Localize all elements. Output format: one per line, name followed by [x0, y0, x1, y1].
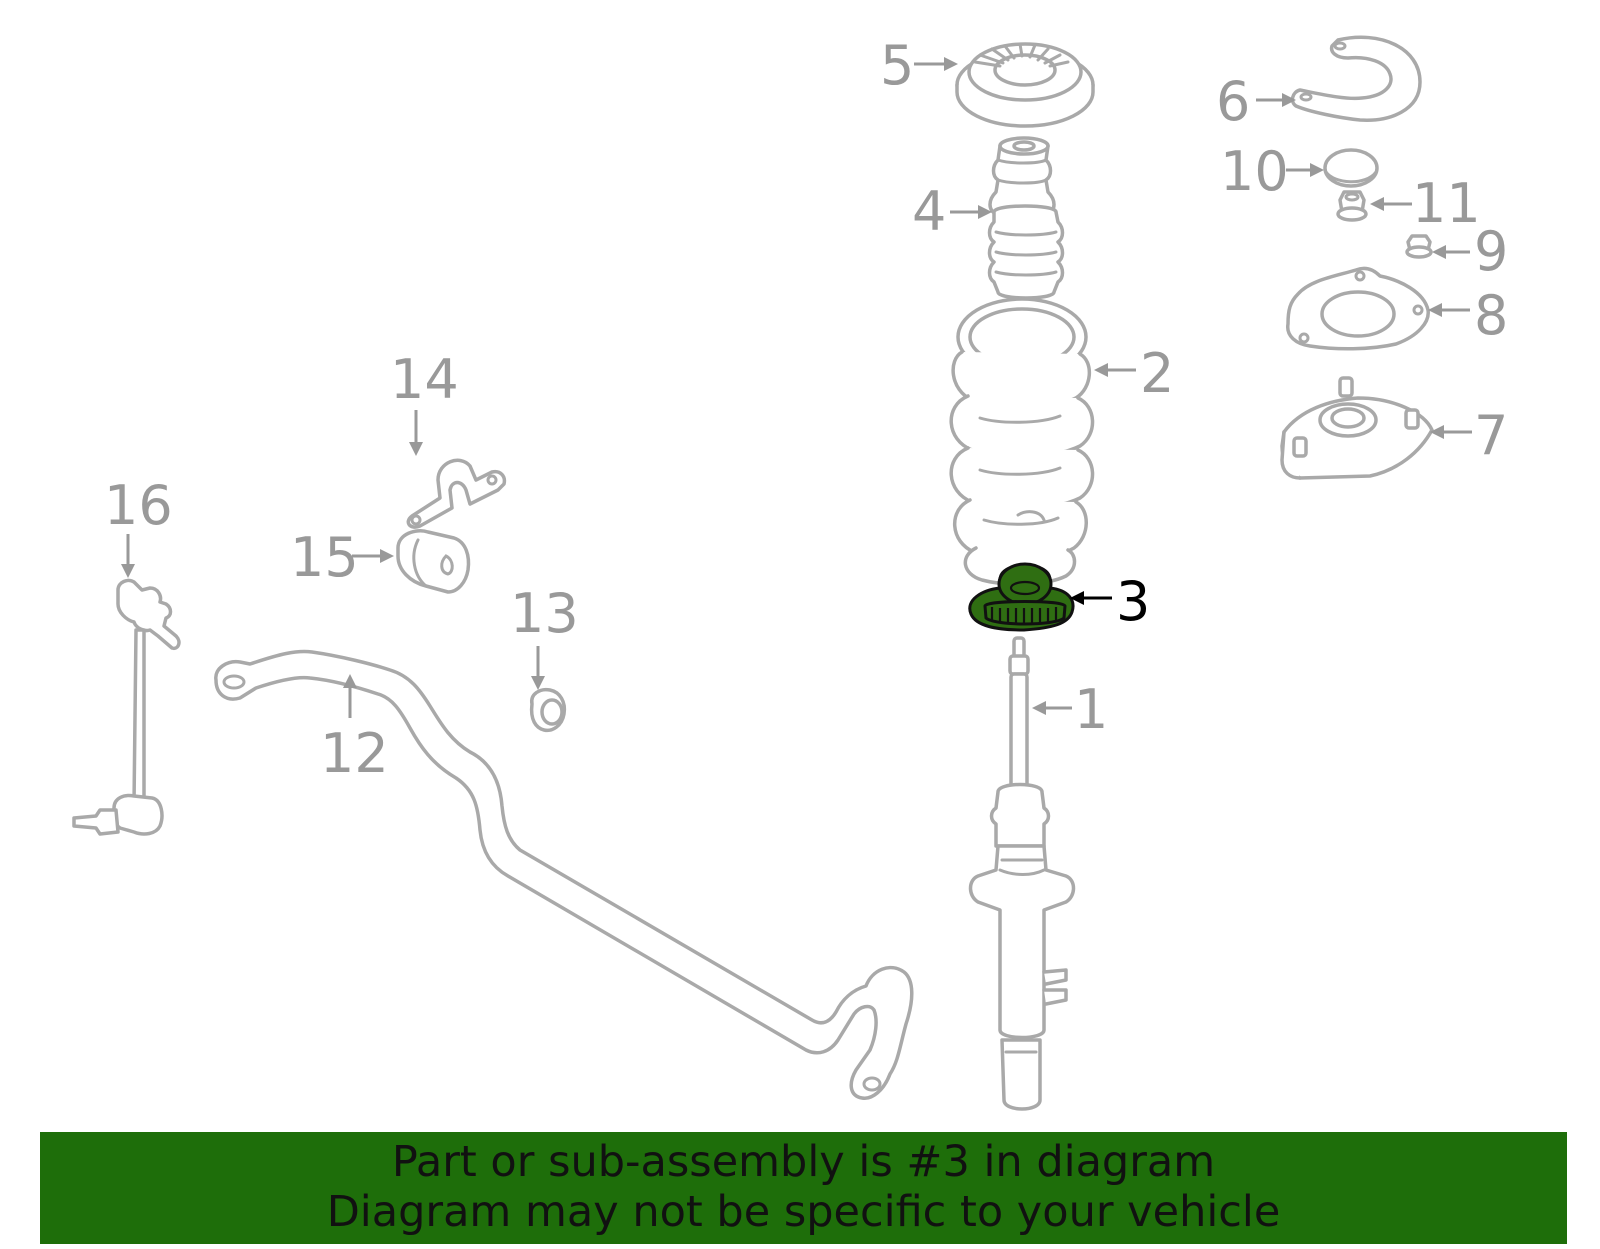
callout-2[interactable]: 2 [1140, 342, 1174, 405]
callout-13[interactable]: 13 [510, 582, 579, 645]
part-15-bushing[interactable] [396, 529, 471, 594]
info-banner: Part or sub-assembly is #3 in diagram Di… [40, 1132, 1567, 1244]
callout-labels: 1 2 3 4 5 6 7 8 9 10 11 12 13 14 15 16 [104, 34, 1508, 785]
banner-line-2: Diagram may not be specific to your vehi… [326, 1187, 1281, 1237]
callout-7[interactable]: 7 [1474, 404, 1508, 467]
part-8-mount-plate[interactable] [1286, 266, 1430, 351]
callout-5[interactable]: 5 [880, 34, 914, 97]
callout-11[interactable]: 11 [1412, 172, 1481, 235]
part-14-bracket[interactable] [406, 458, 507, 529]
callout-12[interactable]: 12 [320, 722, 389, 785]
callout-14[interactable]: 14 [390, 348, 459, 411]
callout-1[interactable]: 1 [1074, 678, 1108, 741]
part-7-strut-mount[interactable] [1280, 376, 1434, 480]
part-11-nut[interactable] [1336, 190, 1368, 222]
callout-arrows [121, 57, 1472, 718]
part-4-bump-stop[interactable] [987, 136, 1065, 300]
part-2-coil-spring[interactable] [949, 297, 1095, 586]
part-10-dust-cap[interactable] [1323, 148, 1379, 188]
part-1-strut[interactable] [968, 636, 1076, 1111]
callout-16[interactable]: 16 [104, 474, 173, 537]
part-12-stabilizer-bar[interactable] [214, 649, 914, 1100]
callout-6[interactable]: 6 [1216, 70, 1250, 133]
callout-9[interactable]: 9 [1474, 220, 1508, 283]
callout-15[interactable]: 15 [290, 526, 359, 589]
part-9-nut[interactable] [1405, 234, 1433, 259]
part-3-lower-spring-seat[interactable] [968, 562, 1075, 632]
part-13-bushing[interactable] [529, 687, 567, 733]
callout-10[interactable]: 10 [1220, 140, 1289, 203]
banner-line-1: Part or sub-assembly is #3 in diagram [391, 1137, 1216, 1187]
part-5-upper-spring-seat[interactable] [955, 42, 1095, 128]
callout-8[interactable]: 8 [1474, 284, 1508, 347]
callout-4[interactable]: 4 [912, 180, 946, 243]
part-6-insulator[interactable] [1290, 35, 1422, 122]
callout-3[interactable]: 3 [1116, 570, 1150, 633]
part-16-link[interactable] [72, 578, 181, 836]
